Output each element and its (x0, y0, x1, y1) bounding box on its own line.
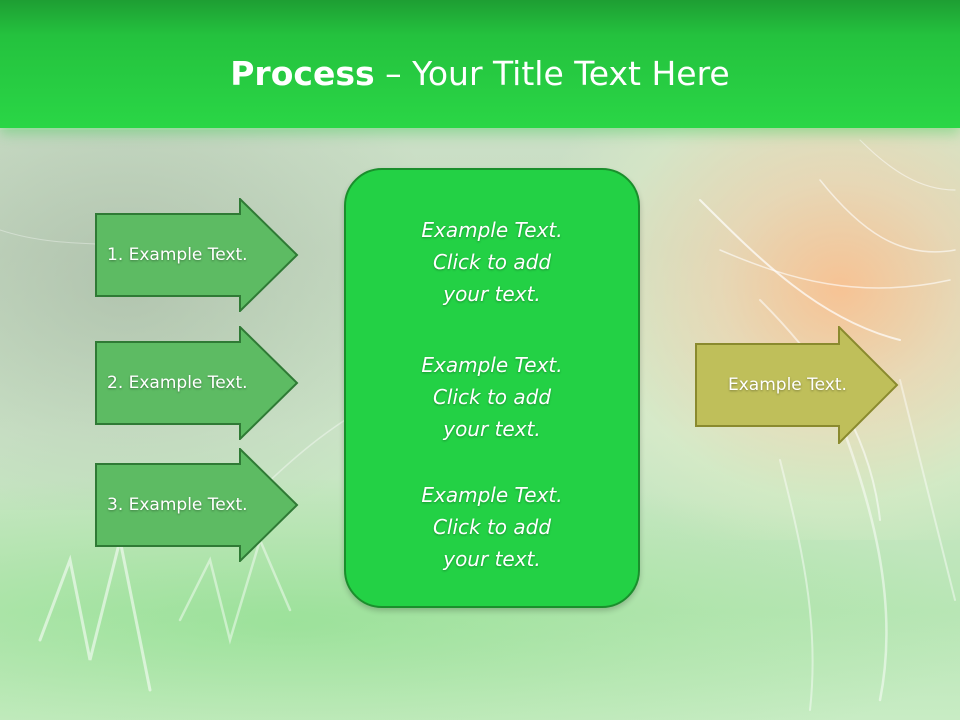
title-bold-part: Process (230, 54, 375, 93)
slide-title[interactable]: Process – Your Title Text Here (0, 52, 960, 96)
arrow-right-shape (695, 326, 899, 444)
center-text-line: Example Text. (421, 218, 563, 242)
arrow-label: 2. Example Text. (107, 373, 248, 393)
center-text-line: Click to add (432, 250, 552, 274)
arrow-right-shape (95, 448, 299, 562)
left-arrow-3[interactable]: 3. Example Text. (95, 448, 299, 562)
arrow-right-shape (95, 326, 299, 440)
right-arrow[interactable]: Example Text. (695, 326, 899, 444)
center-text-line: your text. (443, 282, 541, 306)
center-text-line: Example Text. (421, 483, 563, 507)
center-text-line: your text. (443, 547, 541, 571)
arrow-right-shape (95, 198, 299, 312)
center-text-line: Click to add (432, 515, 552, 539)
left-arrow-1[interactable]: 1. Example Text. (95, 198, 299, 312)
center-text-block-2: Example Text. Click to add your text. (346, 349, 638, 445)
center-content-box[interactable]: Example Text. Click to add your text. Ex… (344, 168, 640, 608)
left-arrow-2[interactable]: 2. Example Text. (95, 326, 299, 440)
arrow-label: 1. Example Text. (107, 245, 248, 265)
arrow-label: 3. Example Text. (107, 495, 248, 515)
arrow-label: Example Text. (728, 375, 847, 395)
center-text-line: your text. (443, 417, 541, 441)
title-rest-part: – Your Title Text Here (374, 54, 730, 93)
center-text-block-3: Example Text. Click to add your text. (346, 479, 638, 575)
title-bar (0, 0, 960, 128)
center-text-line: Click to add (432, 385, 552, 409)
center-text-block-1: Example Text. Click to add your text. (346, 214, 638, 310)
center-text-line: Example Text. (421, 353, 563, 377)
